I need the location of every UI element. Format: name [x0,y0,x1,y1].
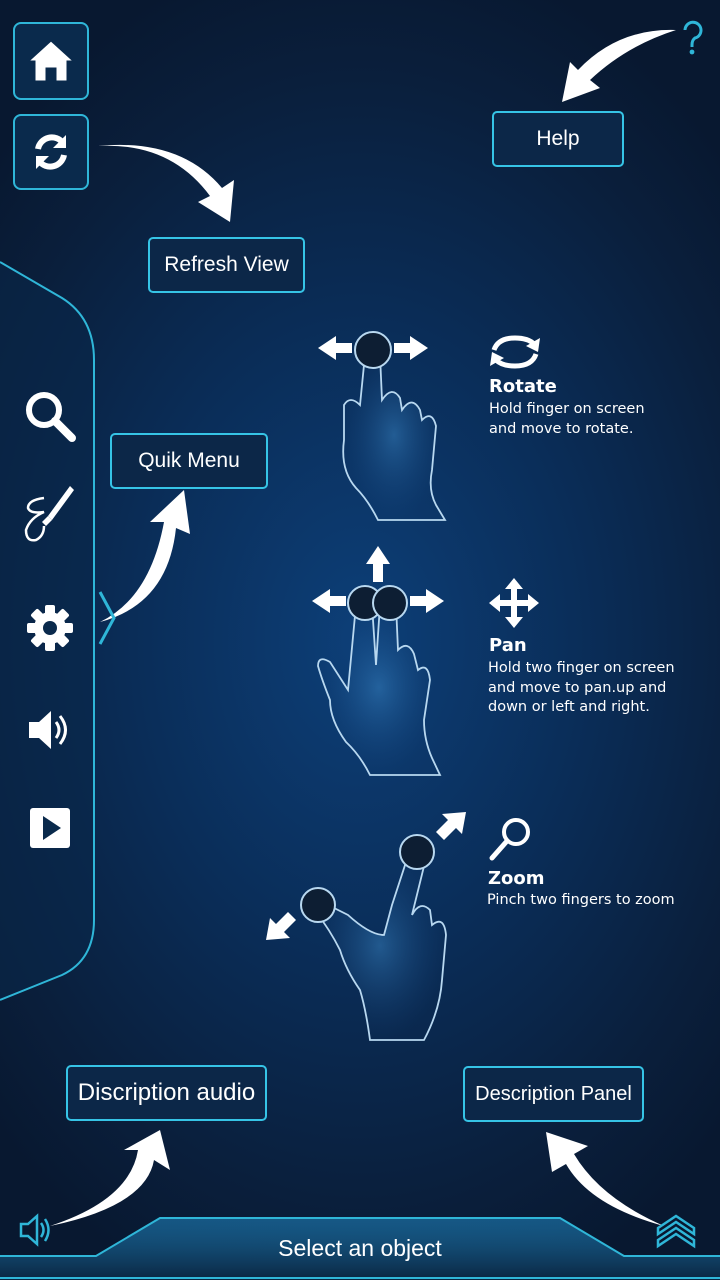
side-item-play[interactable] [20,798,80,858]
quik-menu-label: Quik Menu [110,433,268,489]
arrow-to-quik-menu [100,490,190,622]
discription-audio-label: Discription audio [66,1065,267,1121]
brush-icon [24,486,74,542]
rotate-hand-illustration [318,331,447,521]
side-item-search[interactable] [20,386,80,446]
pan-desc-2: and move to pan.up and [488,680,667,696]
bottom-bar [0,1217,720,1280]
chevron-right-icon [98,591,116,645]
side-item-settings[interactable] [20,598,80,658]
description-panel-label: Description Panel [463,1066,644,1122]
pan-title: Pan [489,635,527,656]
arrow-to-help [562,29,676,103]
question-icon [683,20,703,55]
side-item-audio[interactable] [20,700,80,760]
help-question-button[interactable] [678,18,708,58]
pan-gesture-icon-wrap [489,578,539,628]
audio-toggle-button[interactable] [18,1210,54,1250]
status-text: Select an object [278,1235,442,1261]
rotate-icon [490,335,540,369]
arrow-to-description-panel [546,1132,664,1226]
zoom-hand-illustration [266,812,466,1041]
side-menu-toggle[interactable] [96,588,118,648]
arrow-to-refresh-view [98,144,234,222]
help-label: Help [492,111,624,167]
description-panel-toggle[interactable] [655,1210,697,1250]
gear-icon [27,605,73,651]
pan-desc-1: Hold two finger on screen [488,660,675,676]
rotate-desc-1: Hold finger on screen [489,401,645,417]
move-icon [489,578,539,628]
pan-hand-illustration [312,546,444,776]
zoom-title: Zoom [488,868,545,889]
refresh-icon [35,134,67,170]
speaker-icon [19,1213,50,1247]
play-icon [30,808,70,848]
refresh-button[interactable] [13,114,89,190]
rotate-desc-2: and move to rotate. [489,421,634,437]
refresh-view-label: Refresh View [148,237,305,293]
rotate-gesture-icon-wrap [488,332,542,372]
home-icon [27,40,75,82]
zoom-gesture-icon-wrap [488,815,534,863]
side-item-brush[interactable] [20,486,80,546]
pan-desc-3: down or left and right. [488,699,650,715]
rotate-title: Rotate [489,376,557,397]
speaker-icon [29,711,67,749]
arrow-to-discription-audio [50,1130,170,1226]
magnifier-icon [489,818,530,861]
home-button[interactable] [13,22,89,100]
zoom-desc-1: Pinch two fingers to zoom [487,892,675,908]
search-icon [26,392,76,442]
double-chevron-up-icon [656,1214,696,1249]
